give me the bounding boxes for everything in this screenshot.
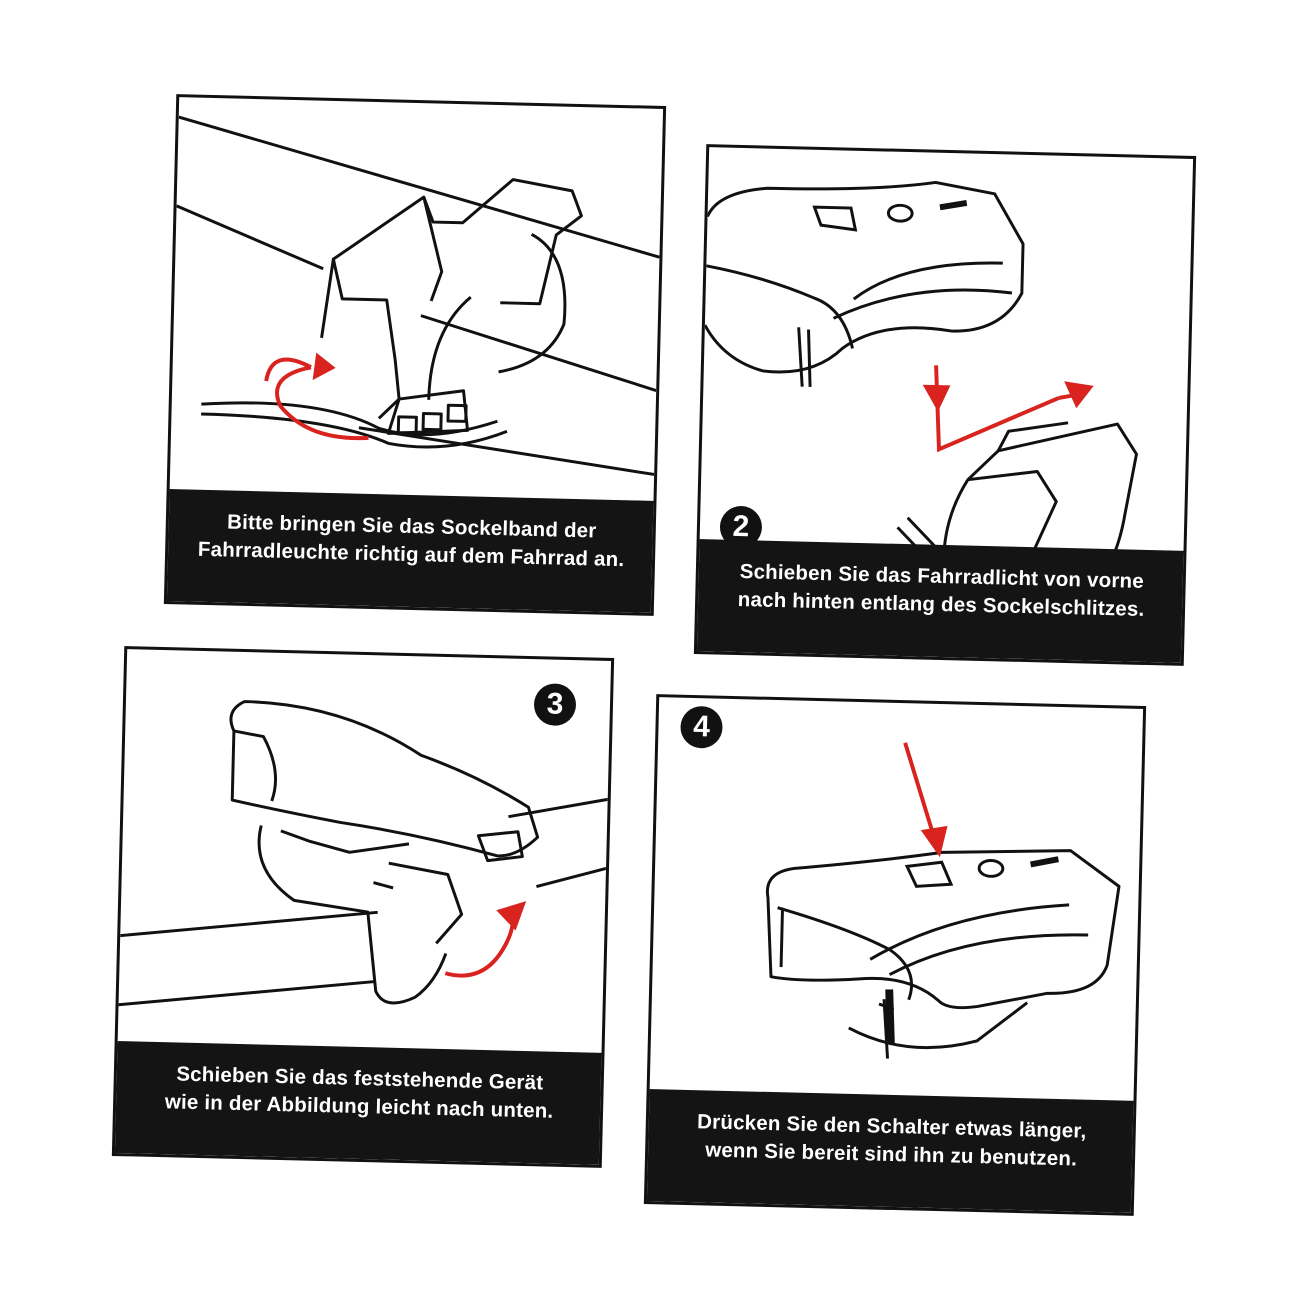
red-arrow-down bbox=[922, 384, 951, 412]
press-switch-illustration bbox=[765, 742, 1121, 1059]
step-caption: Bitte bringen Sie das Sockelband der Fah… bbox=[163, 488, 658, 613]
step-1-panel: 1 Bitte bringen Sie das Sockelband der F… bbox=[163, 94, 667, 616]
press-down-illustration bbox=[118, 700, 608, 1007]
step-caption: Schieben Sie das feststehende Gerät wie … bbox=[111, 1040, 606, 1165]
red-arrow-head bbox=[312, 352, 336, 381]
step-2-panel: 2 Schieben Sie das Fahrradlicht von vorn… bbox=[693, 144, 1197, 666]
step-caption: Schieben Sie das Fahrradlicht von vorne … bbox=[693, 538, 1188, 663]
step-caption: Drücken Sie den Schalter etwas länger, w… bbox=[643, 1088, 1138, 1213]
red-arrow-head bbox=[496, 901, 527, 931]
step-3-panel: 3 Schieben Sie das feststehende Gerät wi… bbox=[111, 646, 615, 1168]
step-4-panel: 4 Drücken Sie den Schalter etwas länger,… bbox=[643, 694, 1147, 1216]
mount-strap-illustration bbox=[175, 115, 660, 476]
red-arrow-down bbox=[920, 825, 948, 858]
red-arrow-right bbox=[1064, 381, 1094, 409]
